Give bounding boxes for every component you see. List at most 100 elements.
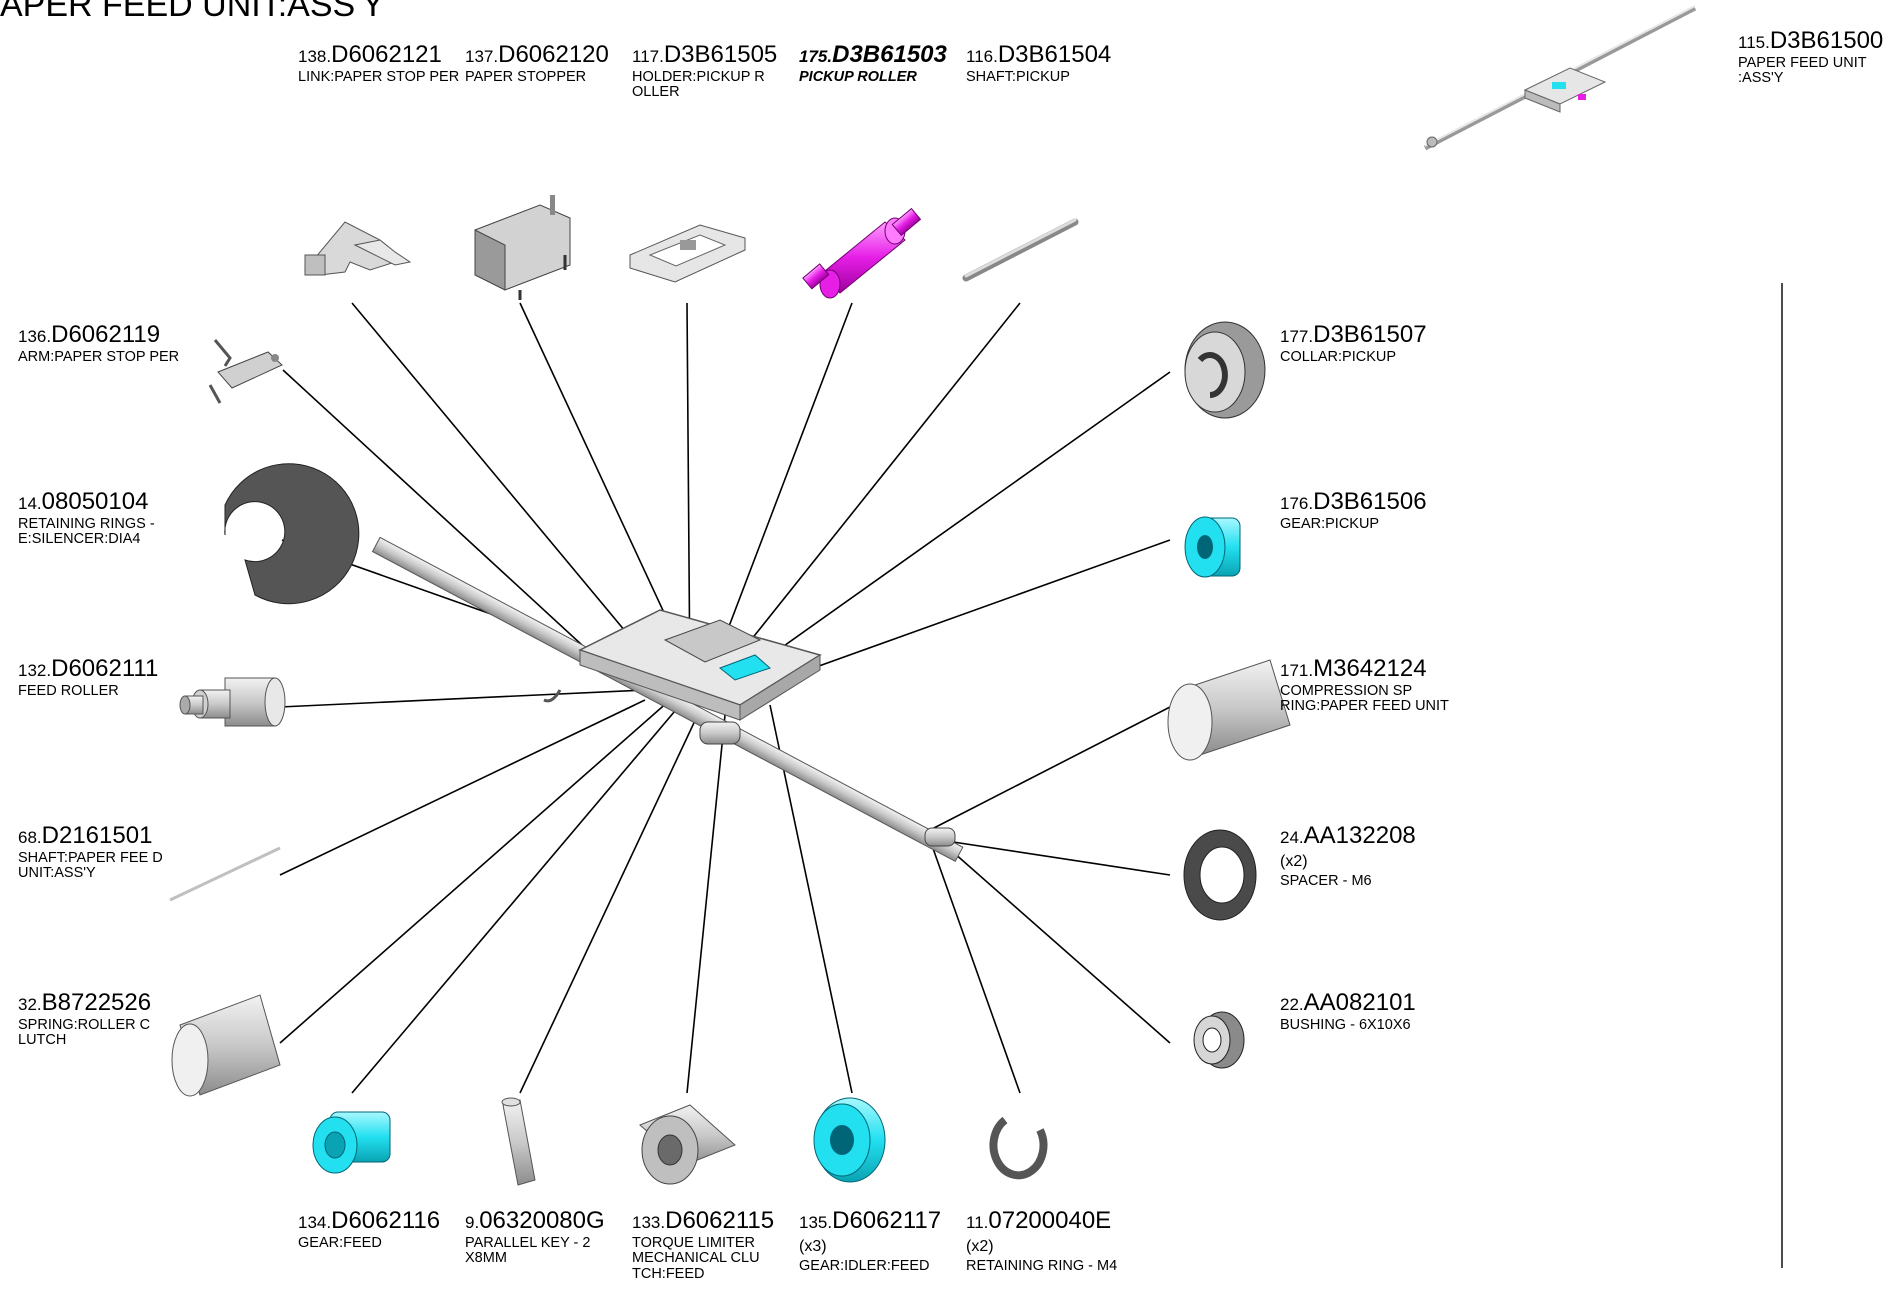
part-code: M3642124 (1313, 655, 1427, 682)
part-description: SPACER - M6 (1280, 872, 1372, 889)
leader-lines (279, 302, 1171, 1094)
part-label-9: 9.06320080G PARALLEL KEY - 2 X8MM (465, 1208, 635, 1267)
part-description: LINK:PAPER STOP PER (298, 69, 460, 86)
part-label-175: 175.D3B61503 PICKUP ROLLER (799, 42, 969, 85)
part-code: D6062119 (51, 321, 161, 348)
part-label-132: 132.D6062111 FEED ROLLER (18, 656, 188, 699)
part-68-shape (169, 846, 281, 902)
part-label-11: 11.07200040E (x2) RETAINING RING - M4 (966, 1208, 1136, 1274)
part-index: 117 (632, 47, 660, 66)
part-description: GEAR:FEED (298, 1235, 382, 1252)
part-index: 132 (18, 661, 47, 680)
part-176-shape (1184, 516, 1241, 578)
part-index: 133 (632, 1213, 661, 1232)
part-code: 08050104 (41, 488, 149, 515)
part-177-shape (1184, 321, 1266, 419)
part-index: 138 (298, 47, 327, 66)
part-138-shape (304, 221, 412, 276)
part-index: 116 (966, 47, 994, 66)
part-description: HOLDER:PICKUP R OLLER (632, 69, 765, 101)
part-label-117: 117.D3B61505 HOLDER:PICKUP R OLLER (632, 42, 802, 101)
part-171-shape (1167, 659, 1291, 761)
part-description: PICKUP ROLLER (799, 69, 917, 86)
part-label-24: 24.AA132208 (x2) SPACER - M6 (1280, 823, 1450, 889)
part-code: D2161501 (41, 822, 153, 849)
part-description: SHAFT:PAPER FEE D UNIT:ASS'Y (18, 850, 163, 882)
part-description: PAPER STOPPER (465, 69, 587, 86)
part-code: D3B61507 (1313, 321, 1427, 348)
part-code: B8722526 (41, 989, 152, 1016)
part-label-68: 68.D2161501 SHAFT:PAPER FEE D UNIT:ASS'Y (18, 823, 188, 882)
part-description: RETAINING RINGS -E:SILENCER:DIA4 (18, 516, 155, 548)
part-label-115: 115.D3B61500 PAPER FEED UNIT :ASS'Y (1738, 28, 1888, 87)
part-115-shape (1423, 5, 1697, 151)
part-116-shape (962, 218, 1079, 282)
part-code: D3B61506 (1313, 488, 1427, 515)
part-description: BUSHING - 6X10X6 (1280, 1017, 1411, 1034)
part-135-shape (813, 1097, 886, 1183)
part-code: 07200040E (988, 1207, 1112, 1234)
part-175-shape (802, 207, 922, 299)
part-description: COMPRESSION SP RING:PAPER FEED UNIT (1280, 683, 1449, 715)
part-index: 177 (1280, 327, 1309, 346)
part-label-176: 176.D3B61506 GEAR:PICKUP (1280, 489, 1450, 532)
part-description: ARM:PAPER STOP PER (18, 349, 180, 366)
part-index: 137 (465, 47, 494, 66)
part-code: 06320080G (479, 1207, 605, 1234)
part-code: D3B61503 (832, 41, 947, 68)
part-index: 32 (18, 995, 37, 1014)
part-description: PARALLEL KEY - 2 X8MM (465, 1235, 591, 1267)
part-label-22: 22.AA082101 BUSHING - 6X10X6 (1280, 990, 1450, 1033)
part-quantity: (x2) (1280, 853, 1308, 871)
part-quantity: (x2) (966, 1238, 994, 1256)
part-quantity: (x3) (799, 1238, 827, 1256)
main-assembly (371, 536, 964, 863)
part-24-shape (1183, 829, 1257, 921)
part-index: 171 (1280, 661, 1309, 680)
part-label-116: 116.D3B61504 SHAFT:PICKUP (966, 42, 1136, 85)
part-index: 22 (1280, 995, 1299, 1014)
part-code: D6062121 (331, 41, 442, 68)
part-index: 68 (18, 828, 37, 847)
part-label-171: 171.M3642124 COMPRESSION SP RING:PAPER F… (1280, 655, 1449, 715)
part-14-shape (224, 463, 360, 605)
part-117-shape (629, 224, 746, 283)
part-index: 14 (18, 494, 37, 513)
part-label-14: 14.08050104 RETAINING RINGS -E:SILENCER:… (18, 489, 188, 548)
part-code: D6062116 (331, 1207, 441, 1234)
part-code: D3B61500 (1769, 27, 1884, 54)
part-code: D3B61504 (997, 41, 1112, 68)
page-title: APER FEED UNIT:ASS'Y (0, 0, 385, 24)
part-22-shape (1193, 1011, 1245, 1069)
part-description: COLLAR:PICKUP (1280, 349, 1397, 366)
part-description: GEAR:PICKUP (1280, 516, 1380, 533)
part-index: 134 (298, 1213, 327, 1232)
part-134-shape (312, 1111, 391, 1174)
part-label-138: 138.D6062121 LINK:PAPER STOP PER (298, 42, 468, 85)
part-index: 115 (1738, 33, 1766, 52)
part-11-shape (989, 1116, 1048, 1180)
part-label-137: 137.D6062120 PAPER STOPPER (465, 42, 635, 85)
part-description: GEAR:IDLER:FEED (799, 1257, 930, 1274)
part-137-shape (474, 195, 571, 300)
part-description: TORQUE LIMITER MECHANICAL CLU TCH:FEED (632, 1235, 760, 1282)
part-code: D6062120 (498, 41, 609, 68)
part-label-177: 177.D3B61507 COLLAR:PICKUP (1280, 322, 1450, 365)
part-32-shape (171, 994, 281, 1097)
part-index: 176 (1280, 494, 1309, 513)
part-label-136: 136.D6062119 ARM:PAPER STOP PER (18, 322, 188, 365)
part-index: 11 (966, 1213, 984, 1232)
part-code: D3B61505 (663, 41, 778, 68)
part-label-134: 134.D6062116 GEAR:FEED (298, 1208, 468, 1251)
part-code: D6062115 (665, 1207, 775, 1234)
part-9-shape (501, 1097, 536, 1186)
part-136-shape (208, 339, 283, 404)
part-133-shape (639, 1104, 736, 1185)
part-label-135: 135.D6062117 (x3) GEAR:IDLER:FEED (799, 1208, 969, 1274)
part-index: 136 (18, 327, 47, 346)
part-index: 9 (465, 1213, 475, 1232)
part-description: PAPER FEED UNIT :ASS'Y (1738, 55, 1867, 87)
part-index: 175 (799, 47, 828, 66)
part-description: SPRING:ROLLER C LUTCH (18, 1017, 151, 1049)
part-label-133: 133.D6062115 TORQUE LIMITER MECHANICAL C… (632, 1208, 802, 1282)
